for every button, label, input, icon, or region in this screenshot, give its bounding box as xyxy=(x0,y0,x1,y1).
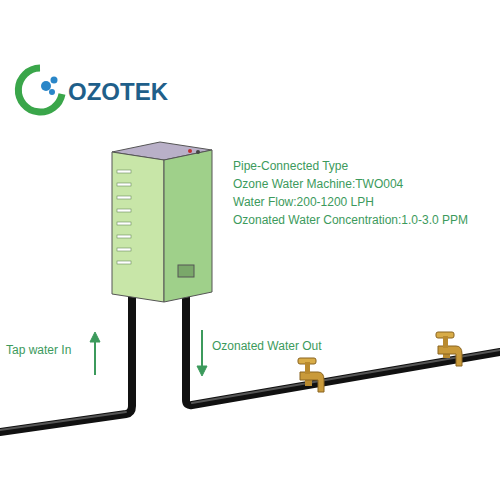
flow-label: Tap water In xyxy=(6,342,71,358)
vent-slot xyxy=(117,261,131,264)
water-tap xyxy=(298,358,324,392)
vent-slot xyxy=(117,235,131,238)
vent-slots xyxy=(117,170,131,264)
vent-slot xyxy=(117,209,131,212)
ozone-machine xyxy=(112,142,212,302)
vent-slot xyxy=(117,170,131,173)
spec-text: Ozone Water Machine:TWO004 xyxy=(233,176,403,192)
vent-slot xyxy=(117,222,131,225)
vent-slot xyxy=(117,183,131,186)
water-tap xyxy=(436,332,462,366)
flow-label: Ozonated Water Out xyxy=(212,338,322,354)
spec-text: Water Flow:200-1200 LPH xyxy=(233,194,374,210)
spec-text: Ozonated Water Concentration:1.0-3.0 PPM xyxy=(233,212,468,228)
pipes xyxy=(0,296,500,432)
logo-icon xyxy=(18,68,62,112)
spec-text: Pipe-Connected Type xyxy=(233,158,348,174)
flow-arrow xyxy=(90,330,207,376)
vent-slot xyxy=(117,248,131,251)
vent-slot xyxy=(117,196,131,199)
logo-text: OZOTEK xyxy=(68,76,168,107)
